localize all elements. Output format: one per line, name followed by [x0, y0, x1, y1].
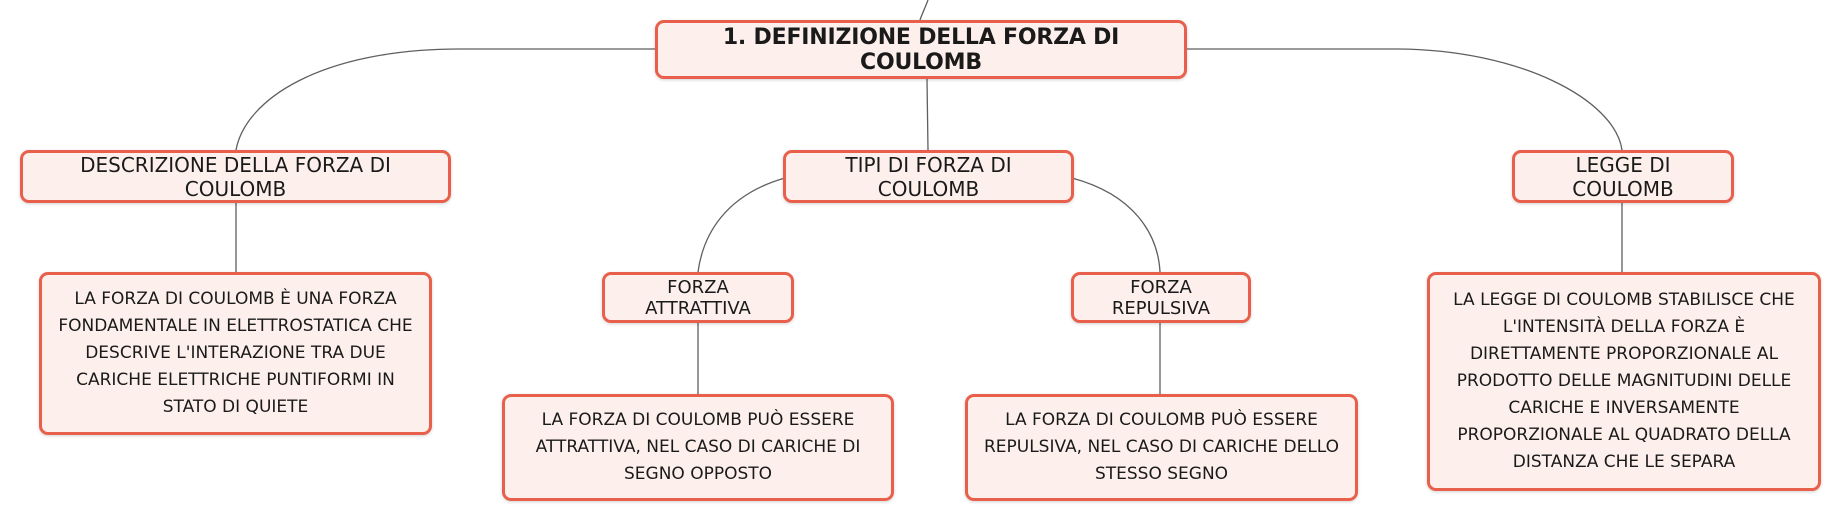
node-descrizione[interactable]: DESCRIZIONE DELLA FORZA DI COULOMB [20, 150, 451, 203]
node-repulsiva-detail[interactable]: LA FORZA DI COULOMB PUÒ ESSERE REPULSIVA… [965, 394, 1358, 501]
connector-root-descrizione [235, 48, 655, 151]
node-descrizione-detail[interactable]: LA FORZA DI COULOMB È UNA FORZA FONDAMEN… [39, 272, 432, 435]
node-repulsiva[interactable]: FORZA REPULSIVA [1071, 272, 1251, 323]
node-attrattiva-label: FORZA ATTRATTIVA [645, 276, 751, 319]
node-descrizione-label: DESCRIZIONE DELLA FORZA DI COULOMB [80, 152, 391, 201]
node-attrattiva[interactable]: FORZA ATTRATTIVA [602, 272, 794, 323]
node-legge[interactable]: LEGGE DI COULOMB [1512, 150, 1734, 203]
node-attrattiva-detail-text: LA FORZA DI COULOMB PUÒ ESSERE ATTRATTIV… [535, 410, 861, 484]
node-tipi[interactable]: TIPI DI FORZA DI COULOMB [783, 150, 1074, 203]
connector-tipi-attrattiva [697, 177, 786, 273]
node-tipi-label: TIPI DI FORZA DI COULOMB [845, 152, 1012, 201]
root-label: 1. DEFINIZIONE DELLA FORZA DI COULOMB [722, 24, 1120, 75]
node-attrattiva-detail[interactable]: LA FORZA DI COULOMB PUÒ ESSERE ATTRATTIV… [502, 394, 894, 501]
node-legge-detail[interactable]: LA LEGGE DI COULOMB STABILISCE CHE L'INT… [1427, 272, 1821, 491]
connector-root-tipi [926, 78, 929, 151]
node-repulsiva-detail-text: LA FORZA DI COULOMB PUÒ ESSERE REPULSIVA… [983, 410, 1340, 484]
node-repulsiva-label: FORZA REPULSIVA [1111, 276, 1211, 319]
connector-root-legge [1187, 48, 1623, 151]
node-legge-label: LEGGE DI COULOMB [1572, 152, 1674, 201]
root-node[interactable]: 1. DEFINIZIONE DELLA FORZA DI COULOMB [655, 20, 1187, 79]
node-descrizione-detail-text: LA FORZA DI COULOMB È UNA FORZA FONDAMEN… [58, 289, 413, 417]
node-legge-detail-text: LA LEGGE DI COULOMB STABILISCE CHE L'INT… [1453, 290, 1795, 472]
connector-root-parent [919, 0, 929, 21]
connector-tipi-repulsiva [1071, 177, 1161, 273]
